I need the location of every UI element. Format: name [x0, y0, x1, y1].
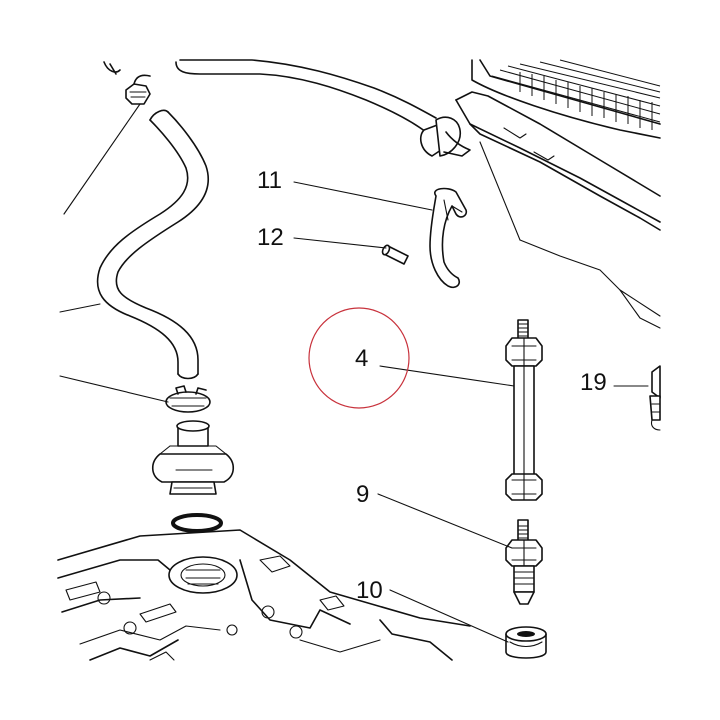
stud-part-4	[505, 319, 543, 501]
pin-part-12	[381, 244, 409, 265]
top-left-hose-clip	[103, 61, 151, 105]
lower-hose-clip	[165, 385, 211, 413]
part-19	[649, 365, 661, 431]
callout-label-10: 10	[356, 577, 383, 604]
leader-11	[293, 181, 433, 211]
filler-neck-fitting	[151, 420, 235, 495]
grommet-part-10	[505, 626, 547, 659]
callout-4-highlight-circle	[308, 307, 410, 409]
leader-hose-left	[59, 303, 101, 313]
callout-label-4: 4	[355, 345, 368, 372]
leader-12	[293, 237, 387, 249]
leader-top-left	[63, 103, 141, 215]
callout-label-19: 19	[580, 369, 607, 396]
o-ring	[171, 513, 223, 533]
leader-4	[379, 365, 515, 387]
radiator	[455, 59, 661, 329]
callout-label-9: 9	[356, 481, 369, 508]
upper-hose	[175, 59, 521, 241]
coolant-hose	[96, 109, 210, 380]
bracket-part-11	[429, 187, 468, 289]
leader-10	[389, 589, 509, 643]
callout-label-12: 12	[257, 224, 284, 251]
stud-part-9	[505, 519, 543, 605]
leader-9	[377, 493, 513, 549]
leader-clip-left	[59, 375, 169, 403]
callout-label-11: 11	[257, 167, 282, 194]
engine-block	[57, 529, 471, 661]
